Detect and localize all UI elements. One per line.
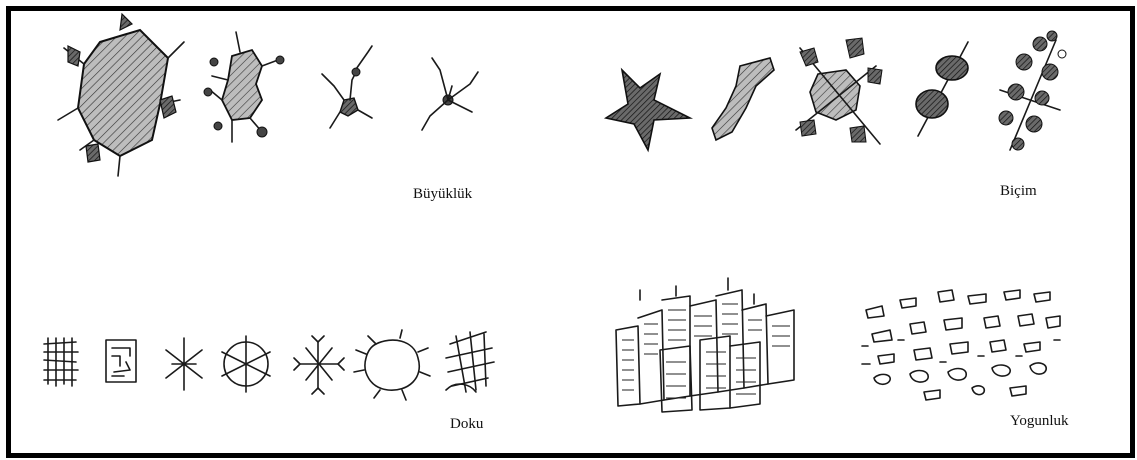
shape-linear [712,58,774,140]
shape-dispersed [999,31,1066,150]
size-small-settlement [322,46,372,128]
size-medium-settlement [204,32,284,142]
texture-grid [44,338,78,386]
size-large-settlement [58,14,184,176]
size-village [422,58,478,130]
density-high-city [616,278,794,412]
texture-maze [106,340,136,382]
label-size: Büyüklük [413,186,472,203]
texture-branching [294,336,344,394]
label-texture: Doku [450,416,483,433]
shape-double-node [916,42,968,136]
texture-wheel [222,336,270,392]
label-density: Yogunluk [1010,413,1069,430]
texture-ring [354,330,430,400]
shape-cluster [796,38,882,144]
shape-star [606,70,690,150]
texture-mesh [446,332,494,392]
density-low-dispersed [862,290,1060,400]
label-shape: Biçim [1000,183,1037,200]
texture-radial-star [166,338,202,390]
